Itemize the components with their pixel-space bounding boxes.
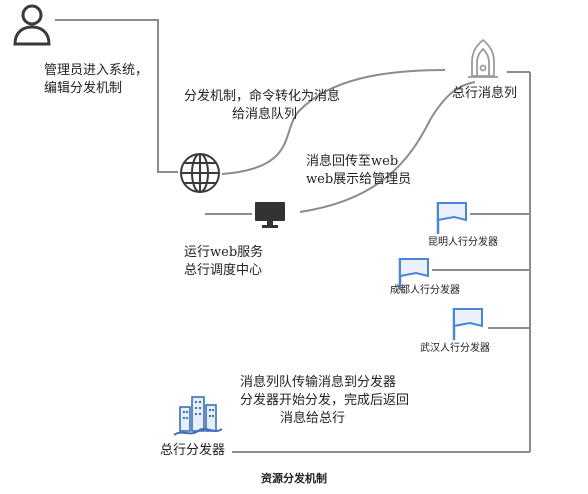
monitor-icon [255, 202, 285, 228]
transfer-text: 消息列队传输消息到分发器 分发器开始分发，完成后返回 消息给总行 [240, 374, 409, 428]
hq-dispatcher-label: 总行分发器 [160, 443, 226, 458]
flag-icon [398, 258, 429, 290]
branch-label-wuhan: 武汉人行分发器 [420, 343, 490, 354]
transfer-text-line-1: 消息列队传输消息到分发器 [240, 375, 397, 390]
branch-label-chengdu: 成都人行分发器 [390, 285, 460, 296]
user-icon [13, 4, 51, 46]
web-service-text-line-1: 运行web服务 [184, 245, 264, 260]
dispatch-text-line-1: 分发机制，命令转化为消息 [184, 89, 341, 104]
admin-to-globe-line [55, 19, 178, 173]
flag-icon [452, 308, 483, 340]
return-text-line-2: web展示给管理员 [306, 172, 412, 187]
globe-icon [180, 153, 220, 193]
queue-label: 总行消息列 [452, 86, 518, 101]
dispatch-text: 分发机制，命令转化为消息 给消息队列 [184, 88, 340, 124]
branch-label-kunming: 昆明人行分发器 [428, 237, 498, 248]
globe-to-queue-curve [221, 69, 446, 175]
admin-text-line-2: 编辑分发机制 [44, 81, 123, 96]
return-text: 消息回传至web web展示给管理员 [306, 153, 411, 189]
web-service-text: 运行web服务 总行调度中心 [184, 244, 263, 280]
bell-tower-icon [468, 38, 498, 78]
web-service-text-line-2: 总行调度中心 [184, 263, 263, 278]
admin-text-line-1: 管理员进入系统， [44, 63, 149, 78]
transfer-text-line-2: 分发器开始分发，完成后返回 [240, 393, 410, 408]
city-buildings-icon [173, 396, 223, 436]
return-text-line-1: 消息回传至web [306, 154, 399, 169]
admin-text: 管理员进入系统， 编辑分发机制 [44, 62, 148, 98]
flag-icon [436, 202, 467, 234]
dispatch-text-line-2: 给消息队列 [232, 107, 298, 122]
transfer-text-line-3: 消息给总行 [280, 411, 346, 426]
monitor-to-queue-curve [299, 81, 476, 213]
diagram-caption: 资源分发机制 [261, 472, 327, 485]
